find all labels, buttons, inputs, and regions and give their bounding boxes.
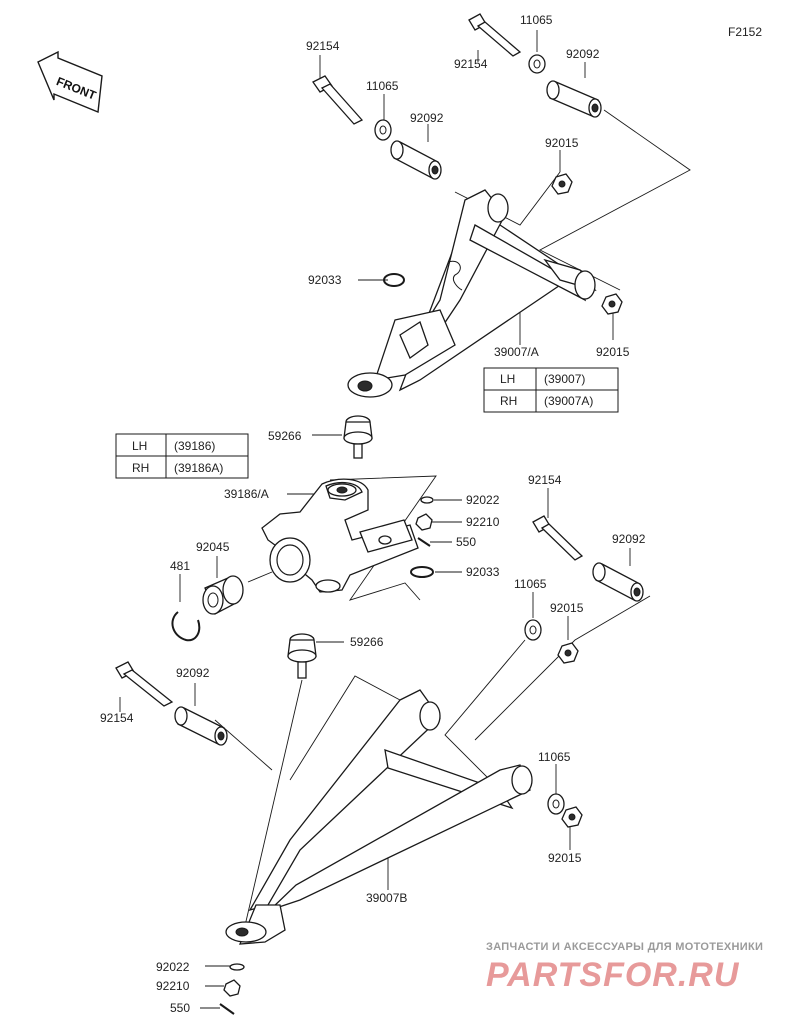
lower-leader-lines [119, 488, 651, 1009]
label-circlip-knuckle: 92033 [466, 565, 500, 579]
label-ball-joint-upper: 59266 [268, 429, 302, 443]
label-bearing: 92045 [196, 540, 230, 554]
label-bushing-upper-right: 92092 [566, 47, 600, 61]
label-nut-knuckle: 92210 [466, 515, 500, 529]
label-washer-knuckle: 92022 [466, 493, 500, 507]
label-pin-knuckle: 550 [456, 535, 476, 549]
upper-circlip [383, 273, 405, 287]
label-washer-lower-right: 11065 [514, 577, 547, 591]
upper-table-side-lh: LH [500, 372, 515, 386]
label-washer-upper-right: 11065 [520, 13, 553, 27]
upper-table-part-rh: (39007A) [544, 394, 593, 408]
upper-right-bushing [546, 80, 602, 118]
lower-left-bushing [174, 706, 228, 746]
upper-left-bushing [390, 140, 442, 180]
label-bolt-lower-left: 92154 [100, 711, 134, 725]
label-bolt-upper-left: 92154 [306, 39, 340, 53]
front-arrow-icon: FRONT [37, 50, 103, 113]
snap-ring [171, 611, 201, 642]
steering-knuckle [261, 478, 419, 593]
lower-right-bushing [592, 562, 644, 602]
lower-ball-joint [287, 633, 317, 679]
knuckle-table: LH (39186) RH (39186A) [115, 433, 249, 479]
upper-ball-joint [343, 415, 373, 459]
label-ball-joint-lower: 59266 [350, 635, 384, 649]
knuckle-leader-lines [179, 475, 462, 643]
label-washer-upper-left: 11065 [366, 79, 399, 93]
label-nut-upper-b: 92015 [596, 345, 630, 359]
knuckle-table-part-lh: (39186) [174, 439, 215, 453]
label-nut-lower-front: 92015 [548, 851, 582, 865]
lower-a-arm [225, 689, 533, 945]
label-nut-lower-right: 92015 [550, 601, 584, 615]
wheel-bearing [202, 575, 244, 615]
upper-left-bolt [312, 75, 364, 125]
label-nut-upper-a: 92015 [545, 136, 579, 150]
lower-left-bolt [115, 661, 174, 707]
upper-table-part-lh: (39007) [544, 372, 585, 386]
watermark-brand: PARTSFOR.RU [486, 956, 740, 994]
knuckle-table-part-rh: (39186A) [174, 461, 223, 475]
label-circlip-upper: 92033 [308, 273, 342, 287]
label-lower-arm: 39007B [366, 891, 407, 905]
upper-table-side-rh: RH [500, 394, 517, 408]
watermark-tagline: ЗАПЧАСТИ И АКСЕССУАРЫ ДЛЯ МОТОТЕХНИКИ [486, 941, 763, 953]
bottom-nut [223, 979, 241, 997]
lower-right-bolt [532, 515, 584, 561]
label-upper-arm: 39007/A [494, 345, 539, 359]
label-pin-bottom: 550 [170, 1001, 190, 1015]
knuckle-circlip [410, 566, 434, 578]
figure-code: F2152 [728, 25, 762, 39]
bottom-washer [229, 963, 245, 971]
upper-right-bolt [468, 13, 522, 57]
label-bushing-upper-left: 92092 [410, 111, 444, 125]
label-snap-ring: 481 [170, 559, 190, 573]
knuckle-washer [420, 496, 434, 504]
upper-arm-table: LH (39007) RH (39007A) [483, 367, 619, 413]
label-washer-bottom: 92022 [156, 960, 190, 974]
upper-a-arm [347, 189, 597, 398]
knuckle-table-side-lh: LH [132, 439, 147, 453]
label-bolt-lower-right: 92154 [528, 473, 562, 487]
label-knuckle: 39186/A [224, 487, 269, 501]
label-bushing-lower-left: 92092 [176, 666, 210, 680]
bottom-pin [219, 1003, 235, 1015]
label-bushing-lower-right: 92092 [612, 532, 646, 546]
knuckle-pin [417, 537, 431, 547]
knuckle-table-side-rh: RH [132, 461, 149, 475]
label-nut-bottom: 92210 [156, 979, 190, 993]
label-washer-lower-front: 11065 [538, 750, 571, 764]
knuckle-nut [415, 513, 433, 531]
label-bolt-upper-right: 92154 [454, 57, 488, 71]
